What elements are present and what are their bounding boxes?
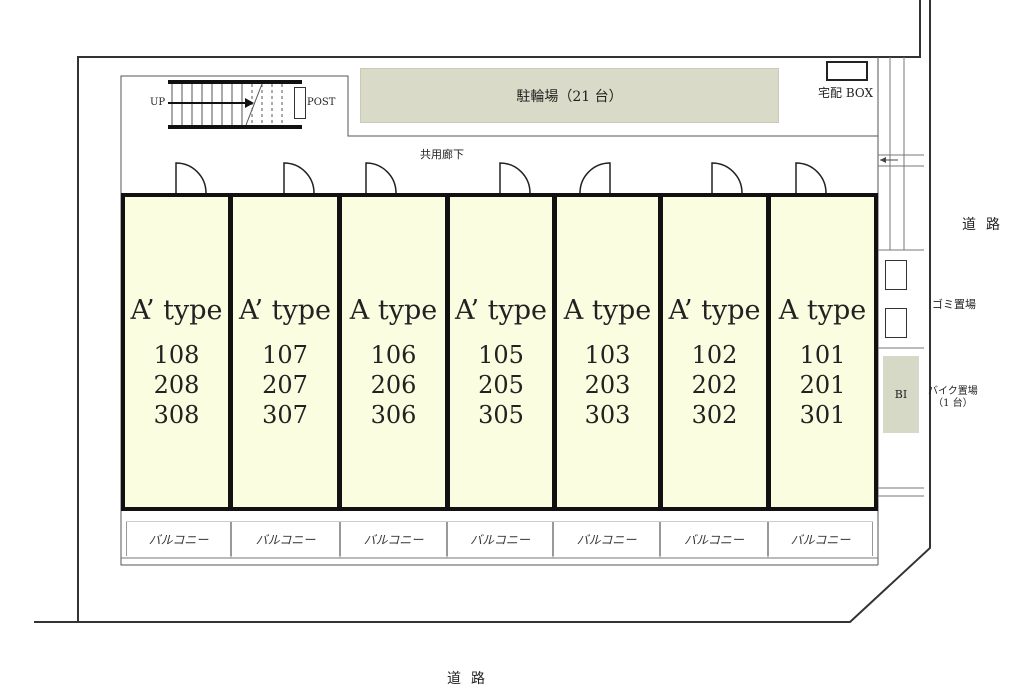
room-number: 301 [799,401,846,429]
room-number: 206 [370,371,417,399]
unit-type: A’ type [668,295,761,326]
balcony: バルコニー [340,522,447,556]
trash-bin [885,308,907,338]
unit-column-108: A’ type 108 208 308 [121,193,232,511]
motorbike-parking-label: バイク置場 （1 台） [928,386,978,409]
room-number: 305 [478,401,524,429]
room-number: 208 [153,371,200,399]
room-number: 202 [691,371,738,399]
unit-column-106: A type 106 206 306 [338,193,449,511]
room-number: 307 [262,401,308,429]
room-number: 205 [478,371,524,399]
room-number: 102 [691,341,738,369]
room-number: 103 [584,341,631,369]
room-number: 203 [584,371,631,399]
unit-column-102: A’ type 102 202 302 [659,193,770,511]
bicycle-parking-label: 駐輪場（21 台） [516,88,623,105]
room-number: 105 [478,341,524,369]
post-label: POST [307,97,336,108]
balcony: バルコニー [126,522,231,556]
trash-area-label: ゴミ置場 [932,298,976,311]
staircase [168,80,302,129]
room-number: 107 [262,341,308,369]
unit-type: A’ type [238,295,332,326]
room-number: 303 [584,401,631,429]
unit-column-107: A’ type 107 207 307 [229,193,341,511]
room-number: 308 [153,401,200,429]
balcony: バルコニー [231,522,340,556]
balcony: バルコニー [768,522,873,556]
motorbike-parking-area: BI [883,356,919,433]
doors [175,162,827,194]
delivery-box-label: 宅配 BOX [818,86,874,100]
unit-type: A’ type [130,295,223,326]
balcony: バルコニー [660,522,768,556]
room-number: 201 [799,371,846,399]
room-number: 207 [262,371,308,399]
motorbike-box-label: BI [894,388,908,401]
trash-bin [885,260,907,290]
delivery-box [826,61,868,81]
unit-type: A type [563,295,652,326]
balcony: バルコニー [553,522,660,556]
unit-type: A type [778,295,867,326]
unit-type: A type [349,295,438,326]
room-number: 106 [370,341,417,369]
road-east-label: 道路 [962,217,1010,233]
unit-column-103: A type 103 203 303 [553,193,662,511]
unit-column-105: A’ type 105 205 305 [446,193,556,511]
stair-up-label: UP [150,97,166,108]
corridor-label: 共用廊下 [420,148,464,161]
unit-type: A’ type [454,295,548,326]
bicycle-parking-area: 駐輪場（21 台） [360,68,779,123]
room-number: 306 [370,401,417,429]
room-number: 302 [691,401,738,429]
room-number: 101 [799,341,846,369]
balcony: バルコニー [447,522,553,556]
room-number: 108 [153,341,200,369]
unit-column-101: A type 101 201 301 [767,193,878,511]
post-box [294,87,306,119]
road-south-label: 道路 [447,671,495,687]
